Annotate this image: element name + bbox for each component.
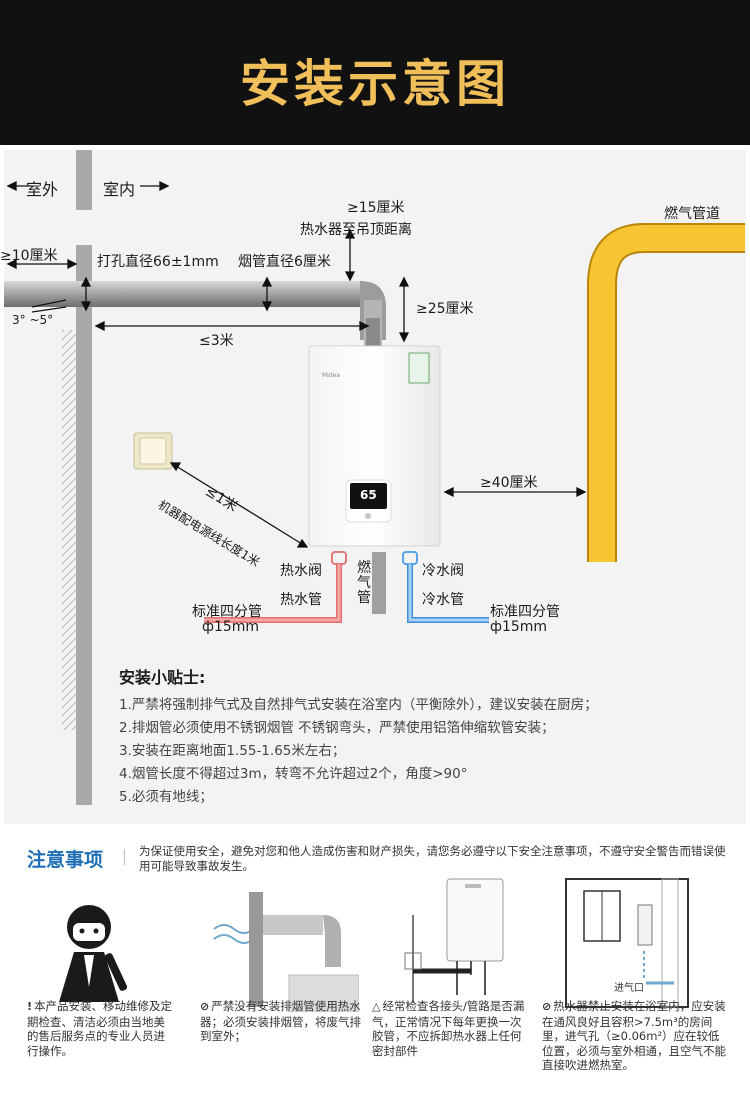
- ceiling-clearance: ≥15厘米: [347, 200, 405, 216]
- wall: [76, 245, 92, 805]
- outdoor-label: 室外: [26, 180, 59, 199]
- gas-pipe-label: 燃气管: [357, 560, 371, 606]
- warning-circle-icon: !: [27, 1000, 33, 1013]
- notice-item: !本产品安装、移动维修及定期检查、清洁必须由当地美的售后服务点的专业人员进行操作…: [27, 999, 173, 1058]
- slope-label: 3° ~5°: [12, 313, 54, 327]
- flue-length-label: ≤3米: [199, 333, 234, 349]
- hot-valve-label: 热水阀: [280, 563, 322, 579]
- ceiling-clearance-desc: 热水器至吊顶距离: [300, 222, 412, 238]
- hole-diameter-label: 打孔直径66±1mm: [97, 254, 219, 270]
- room-ventilation-illustration: [565, 878, 689, 1008]
- notice-title: 注意事项: [27, 849, 104, 871]
- notice-item: ⊘热水器禁止安装在浴室内，应安装在通风良好且容积>7.5m³的房间里，进气孔（≥…: [542, 999, 726, 1072]
- prohibited-icon: ⊘: [542, 1000, 552, 1013]
- gas-pipeline-label: 燃气管道: [664, 206, 720, 222]
- safety-notice: 注意事项 为保证使用安全，避免对您和他人造成伤害和财产损失，请您务必遵守以下安全…: [4, 827, 746, 1114]
- wall-top: [76, 150, 92, 210]
- prohibited-icon: ⊘: [200, 1000, 210, 1013]
- side-clearance-label: ≥25厘米: [416, 301, 474, 317]
- cold-valve-label: 冷水阀: [422, 563, 464, 579]
- caution-triangle-icon: △: [372, 1000, 381, 1013]
- phi-left: ф15mm: [202, 619, 260, 635]
- technician-icon: [59, 905, 128, 1002]
- notice-intro: 为保证使用安全，避免对您和他人造成伤害和财产损失，请您务必遵守以下安全注意事项，…: [139, 844, 726, 873]
- inlet-label: 进气口: [614, 983, 644, 994]
- std-pipe-left: 标准四分管: [192, 604, 262, 620]
- heater-display: 65: [360, 488, 377, 502]
- gas-leak-check-illustration: [404, 878, 504, 1003]
- phi-right: ф15mm: [490, 619, 548, 635]
- hot-pipe-label: 热水管: [280, 592, 322, 608]
- tip-item: 4.烟管长度不得超过3m，转弯不允许超过2个，角度>90°: [119, 766, 468, 782]
- tip-item: 5.必须有地线；: [119, 789, 213, 805]
- tips-title: 安装小贴士:: [119, 668, 206, 687]
- notice-item: ⊘严禁没有安装排烟管使用热水器；必须安装排烟管，将废气排到室外；: [200, 999, 361, 1043]
- flue-diameter-label: 烟管直径6厘米: [238, 254, 331, 270]
- tip-item: 1.严禁将强制排气式及自然排气式安装在浴室内（平衡除外），建议安装在厨房；: [119, 697, 598, 713]
- header-banner: 安装示意图: [0, 0, 750, 145]
- installation-diagram: 室外 室内 ≥15厘米 热水器至吊顶距离 燃气管道 ≥10厘米 打孔直径66±1…: [0, 150, 746, 824]
- flue-pipe: [4, 281, 360, 307]
- tip-item: 3.安装在距离地面1.55-1.65米左右；: [119, 743, 346, 759]
- heater-brand: Midea: [322, 372, 341, 379]
- notice-item: △经常检查各接头/管路是否漏气，正常情况下每年更换一次胶管，不应拆卸热水器上任何…: [372, 999, 525, 1058]
- water-heater: [308, 345, 441, 547]
- page-title: 安装示意图: [240, 55, 510, 113]
- tip-item: 2.排烟管必须使用不锈钢烟管 不锈钢弯头，严禁使用铝箔伸缩软管安装；: [119, 720, 555, 736]
- outside-length-label: ≥10厘米: [0, 248, 58, 264]
- std-pipe-right: 标准四分管: [490, 604, 560, 620]
- gas-clearance-label: ≥40厘米: [480, 475, 538, 491]
- indoor-label: 室内: [103, 180, 136, 199]
- divider: [124, 849, 125, 865]
- cold-pipe-label: 冷水管: [422, 592, 464, 608]
- flue-install-illustration: [213, 892, 359, 1012]
- diagram-graphics: [4, 150, 745, 805]
